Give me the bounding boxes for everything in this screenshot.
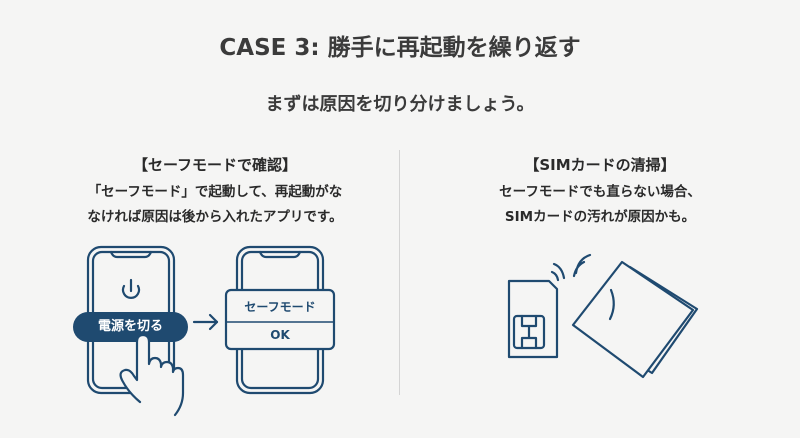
page-title: CASE 3: 勝手に再起動を繰り返す	[219, 35, 581, 61]
sim-cleaning-heading: 【SIMカードの清掃】	[524, 156, 676, 174]
sim-cleaning-line-2: SIMカードの汚れが原因かも。	[504, 209, 696, 225]
dialog-title: セーフモード	[244, 300, 316, 314]
power-icon	[121, 278, 141, 299]
sim-cleaning-line-1: セーフモードでも直らない場合、	[499, 184, 701, 200]
safe-mode-line-1: 「セーフモード」で起動して、再起動がな	[87, 184, 343, 200]
sim-card-icon	[507, 279, 559, 359]
power-off-button	[73, 312, 188, 342]
safe-mode-line-2: なければ原因は後から入れたアプリです。	[87, 209, 343, 225]
safe-mode-heading: 【セーフモードで確認】	[132, 156, 298, 174]
arrow-right-icon	[192, 313, 219, 331]
dialog-ok-button: OK	[270, 328, 290, 342]
power-off-button-label: 電源を切る	[97, 319, 163, 334]
divider	[399, 150, 400, 395]
sparkle-icon	[550, 253, 592, 282]
subtitle: まずは原因を切り分けましょう。	[265, 94, 535, 115]
hand-pointer-icon	[119, 333, 185, 417]
cleaning-cloth-icon	[571, 260, 699, 379]
safe-mode-dialog	[224, 288, 336, 351]
